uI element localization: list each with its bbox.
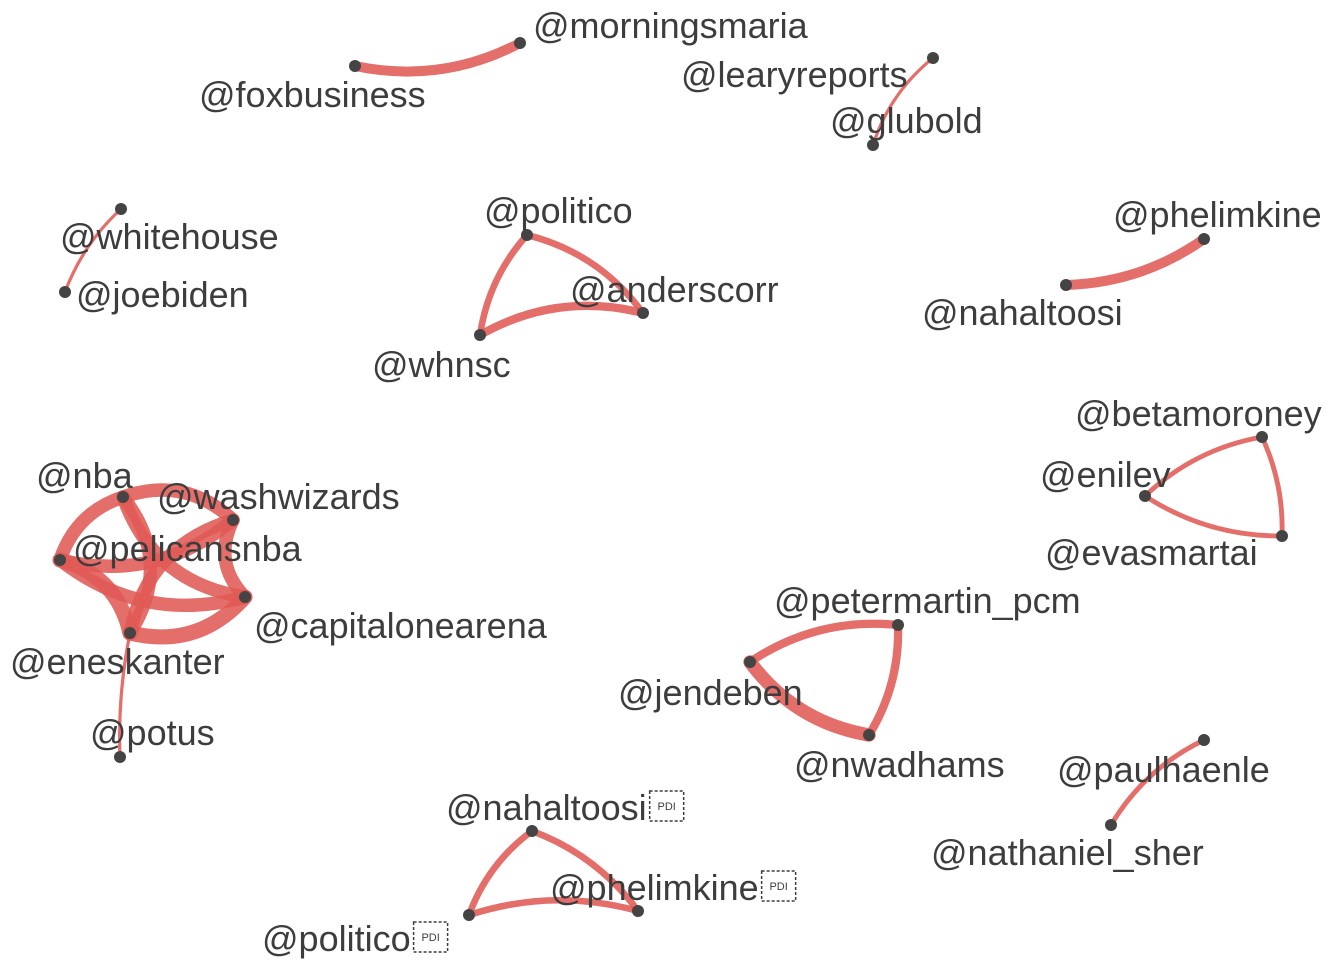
label-nahaltoosi2: @nahaltoosi xyxy=(446,787,647,828)
edge-politico-anderscorr xyxy=(523,231,647,317)
label-paulhaenle: @paulhaenle xyxy=(1057,749,1270,790)
edge-jendeben-petermartin_pcm xyxy=(745,619,903,667)
node-morningsmaria[interactable] xyxy=(514,37,526,49)
label-petermartin_pcm: @petermartin_pcm xyxy=(774,580,1081,621)
node-nathaniel_sher[interactable] xyxy=(1105,819,1117,831)
node-petermartin_pcm[interactable] xyxy=(892,619,904,631)
label-foxbusiness: @foxbusiness xyxy=(199,74,426,115)
edge-enilev-evasmartai xyxy=(1142,493,1285,539)
pdi-glyph-text: PDI xyxy=(769,881,787,893)
node-phelimkine[interactable] xyxy=(1198,233,1210,245)
edge-betamoroney-enilev xyxy=(1142,434,1265,499)
node-evasmartai[interactable] xyxy=(1276,530,1288,542)
edge-jendeben-nwadhams xyxy=(743,655,876,742)
label-betamoroney: @betamoroney xyxy=(1075,393,1322,434)
edge-foxbusiness-morningsmaria xyxy=(350,38,525,77)
label-joebiden: @joebiden xyxy=(76,274,249,315)
label-whnsc: @whnsc xyxy=(372,344,511,385)
label-whitehouse: @whitehouse xyxy=(60,216,279,257)
node-anderscorr[interactable] xyxy=(637,307,649,319)
label-phelimkine2: @phelimkine xyxy=(550,867,759,908)
label-jendeben: @jendeben xyxy=(618,672,803,713)
node-politico2[interactable] xyxy=(463,909,475,921)
label-nba: @nba xyxy=(36,455,134,496)
edge-nahaltoosi2-politico2 xyxy=(465,827,536,919)
edge-eneskanter-potus xyxy=(118,631,132,759)
edge-nahaltoosi-phelimkine xyxy=(1061,234,1209,290)
edge-betamoroney-evasmartai xyxy=(1259,434,1285,539)
labels-layer: @foxbusiness @morningsmaria @learyreports @… xyxy=(10,5,1322,959)
label-pelicansnba: @pelicansnba xyxy=(73,528,303,569)
edge-nba-washwizards xyxy=(116,483,240,527)
edge-politico2-phelimkine2 xyxy=(465,896,642,919)
label-nahaltoosi: @nahaltoosi xyxy=(922,292,1123,333)
edges-layer xyxy=(52,38,1285,919)
edge-petermartin_pcm-nwadhams xyxy=(864,620,903,740)
node-foxbusiness[interactable] xyxy=(349,60,361,72)
node-whitehouse[interactable] xyxy=(115,203,127,215)
node-eneskanter[interactable] xyxy=(124,627,136,639)
edge-paulhaenle-nathaniel_sher xyxy=(1108,737,1207,828)
pdi-glyph-phelimkine2: PDI xyxy=(760,870,797,902)
node-potus[interactable] xyxy=(114,751,126,763)
node-pelicansnba[interactable] xyxy=(54,554,66,566)
pdi-glyph-text: PDI xyxy=(658,801,676,813)
label-anderscorr: @anderscorr xyxy=(570,269,779,310)
edge-whnsc-anderscorr xyxy=(475,301,648,340)
node-nahaltoosi2[interactable] xyxy=(526,825,538,837)
edge-washwizards-capitalonearena xyxy=(218,513,252,604)
label-potus: @potus xyxy=(90,712,215,753)
node-capitalonearena[interactable] xyxy=(239,591,251,603)
edge-politico-whnsc xyxy=(476,231,531,339)
edge-pelicansnba-eneskanter xyxy=(52,552,138,641)
node-washwizards[interactable] xyxy=(227,514,239,526)
label-evasmartai: @evasmartai xyxy=(1045,532,1258,573)
label-nwadhams: @nwadhams xyxy=(794,744,1005,785)
node-nwadhams[interactable] xyxy=(863,729,875,741)
pdi-glyph-text: PDI xyxy=(421,932,439,944)
node-glubold[interactable] xyxy=(867,139,879,151)
label-glubold: @glubold xyxy=(830,100,983,141)
label-morningsmaria: @morningsmaria xyxy=(533,5,809,46)
node-nahaltoosi[interactable] xyxy=(1060,279,1072,291)
label-politico2: @politico xyxy=(262,918,411,959)
node-whnsc[interactable] xyxy=(474,329,486,341)
node-jendeben[interactable] xyxy=(744,656,756,668)
edge-learyreports-glubold xyxy=(871,56,935,147)
node-enilev[interactable] xyxy=(1139,490,1151,502)
pdi-glyph-politico2: PDI xyxy=(412,921,449,953)
pdi-glyph-nahaltoosi2: PDI xyxy=(648,790,685,822)
label-enilev: @enilev xyxy=(1040,454,1171,495)
edge-capitalonearena-eneskanter xyxy=(122,589,253,645)
node-phelimkine2[interactable] xyxy=(632,905,644,917)
label-politico: @politico xyxy=(484,190,633,231)
edge-nahaltoosi2-phelimkine2 xyxy=(528,827,642,915)
node-nba[interactable] xyxy=(117,491,129,503)
edge-whitehouse-joebiden xyxy=(63,207,123,294)
nodes-layer xyxy=(54,37,1288,921)
label-capitalonearena: @capitalonearena xyxy=(254,605,548,646)
label-phelimkine: @phelimkine xyxy=(1113,194,1322,235)
node-politico[interactable] xyxy=(521,229,533,241)
edge-washwizards-eneskanter xyxy=(123,513,240,640)
node-learyreports[interactable] xyxy=(927,52,939,64)
node-joebiden[interactable] xyxy=(59,286,71,298)
label-eneskanter: @eneskanter xyxy=(10,641,225,682)
node-betamoroney[interactable] xyxy=(1256,431,1268,443)
node-paulhaenle[interactable] xyxy=(1198,734,1210,746)
label-learyreports: @learyreports xyxy=(681,54,908,95)
label-nathaniel_sher: @nathaniel_sher xyxy=(931,832,1204,873)
label-washwizards: @washwizards xyxy=(157,476,400,517)
edge-nba-pelicansnba xyxy=(53,490,130,567)
